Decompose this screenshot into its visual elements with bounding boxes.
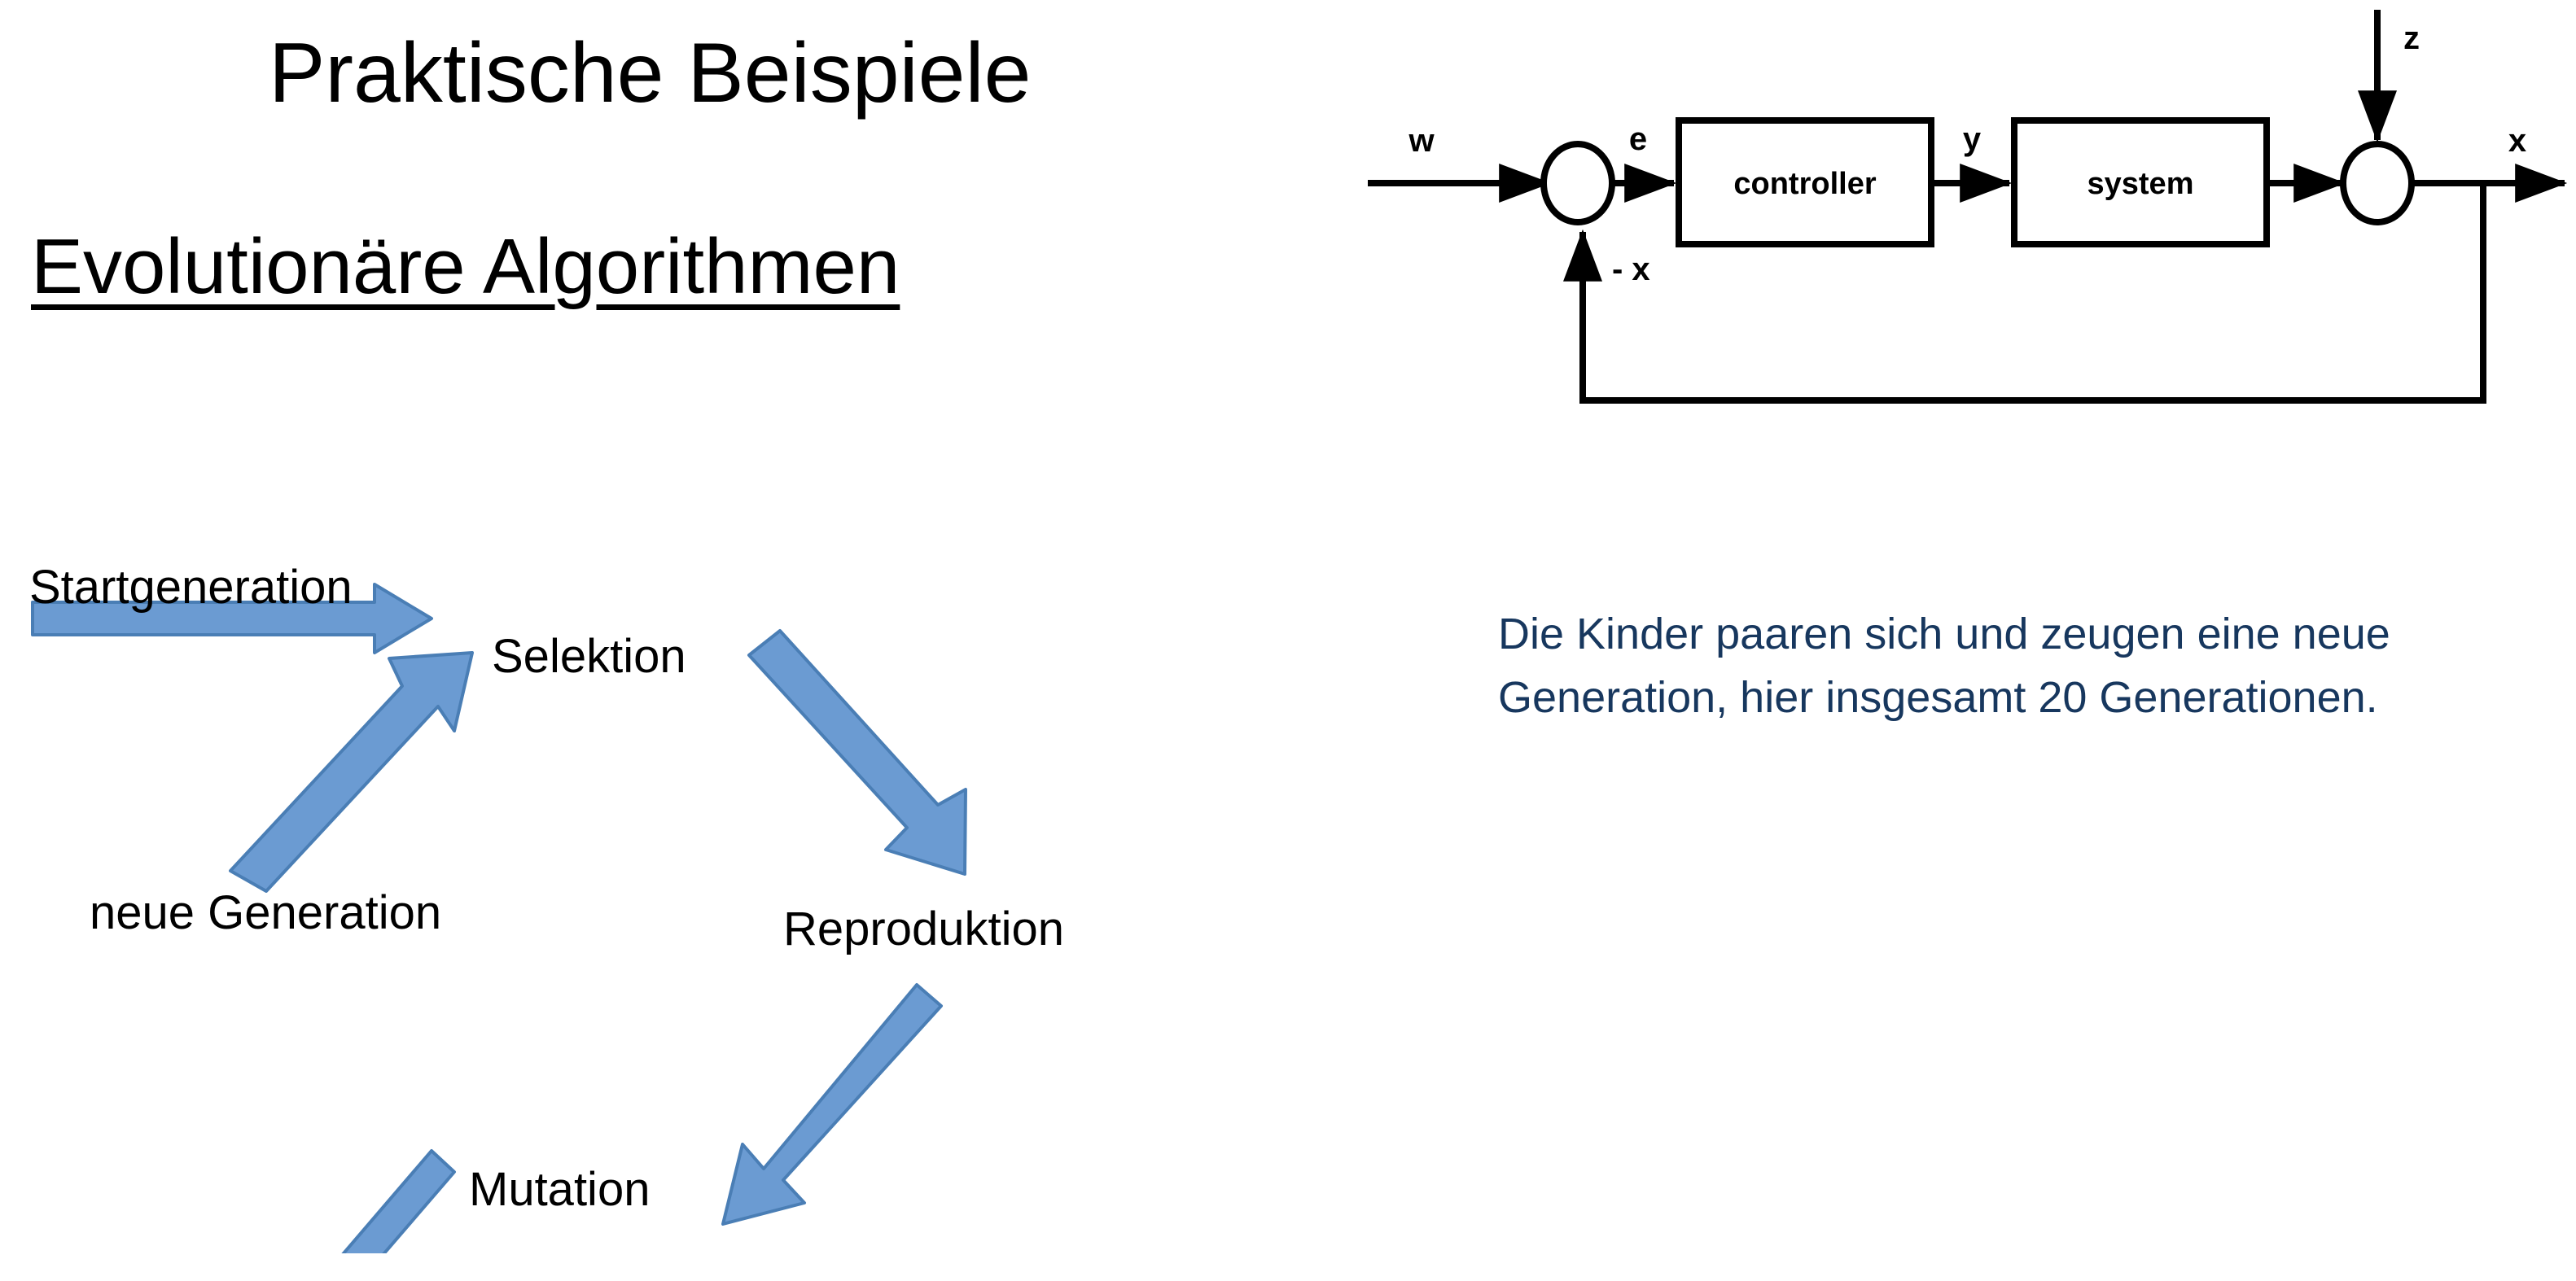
explanation-text-line-1: Die Kinder paaren sich und zeugen eine n… (1498, 610, 2390, 658)
system-block-label: system (2088, 167, 2194, 201)
signal-label-x-feedback: - x (1612, 251, 1650, 287)
signal-label-z: z (2403, 20, 2420, 56)
explanation-text: Die Kinder paaren sich und zeugen eine n… (1498, 602, 2556, 730)
explanation-text-line-2: Generation, hier insgesamt 20 Generation… (1498, 673, 2378, 723)
page-title: Praktische Beispiele (269, 26, 1032, 120)
arrow-selektion-to-reproduktion (747, 629, 967, 876)
control-loop-block-diagram: w e controller y system z x - x (1368, 10, 2568, 404)
feedback-path (1563, 183, 2486, 404)
cycle-label-neue-generation: neue Generation (90, 886, 442, 939)
cycle-label-reproduktion: Reproduktion (783, 903, 1064, 955)
arrow-mutation-to-neue-generation (341, 1149, 456, 1253)
signal-label-e: e (1629, 121, 1647, 157)
summing-junction-right (2340, 141, 2415, 225)
cycle-label-mutation: Mutation (469, 1163, 651, 1216)
summing-junction-left (1540, 141, 1615, 225)
evolutionary-cycle-diagram (31, 583, 967, 1253)
page-subtitle: Evolutionäre Algorithmen (31, 223, 900, 310)
signal-label-w: w (1408, 123, 1435, 159)
signal-label-y: y (1963, 121, 1982, 157)
cycle-label-startgeneration: Startgeneration (29, 561, 353, 614)
arrow-reproduktion-to-mutation (721, 983, 943, 1226)
system-block (2011, 117, 2270, 247)
controller-block-label: controller (1733, 167, 1876, 201)
arrow-neue-generation-to-selektion (229, 651, 474, 893)
arrow-startgeneration (31, 583, 433, 654)
cycle-label-selektion: Selektion (492, 630, 686, 683)
controller-block (1676, 117, 1934, 247)
signal-label-x-out: x (2508, 123, 2526, 159)
